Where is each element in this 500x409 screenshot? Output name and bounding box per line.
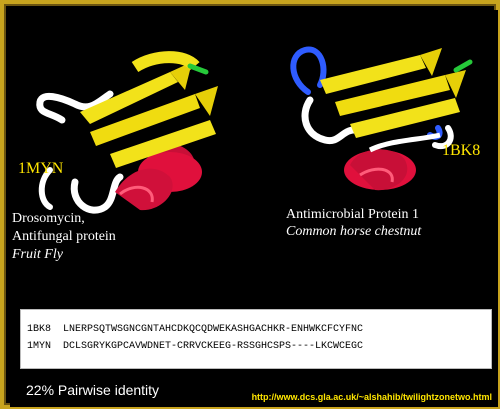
left-protein-name-line2: Antifungal protein xyxy=(12,229,116,244)
slide-panel: 1MYN 1BK8 Drosomycin, Antifungal protein… xyxy=(10,10,498,407)
pairwise-identity-text: 22% Pairwise identity xyxy=(26,382,160,398)
structure-1bk8 xyxy=(290,46,473,191)
left-pdb-id: 1MYN xyxy=(18,160,64,177)
sequence-alignment-box: 1BK8 LNERPSQTWSGNCGNTAHCDKQCQDWEKASHGACH… xyxy=(20,309,492,369)
alignment-row-1bk8: 1BK8 LNERPSQTWSGNCGNTAHCDKQCQDWEKASHGACH… xyxy=(27,324,364,335)
right-protein-name: Antimicrobial Protein 1 xyxy=(286,207,419,222)
source-url[interactable]: http://www.dcs.gla.ac.uk/~alshahib/twili… xyxy=(251,392,492,402)
left-protein-name-line1: Drosomycin, xyxy=(12,211,85,226)
left-organism: Fruit Fly xyxy=(12,247,63,262)
alignment-row-1myn: 1MYN DCLSGRYKGPCAVWDNET-CRRVCKEEG-RSSGHC… xyxy=(27,341,364,352)
right-organism: Common horse chestnut xyxy=(286,224,422,239)
structure-1myn xyxy=(36,51,218,214)
right-pdb-id: 1BK8 xyxy=(442,142,481,159)
